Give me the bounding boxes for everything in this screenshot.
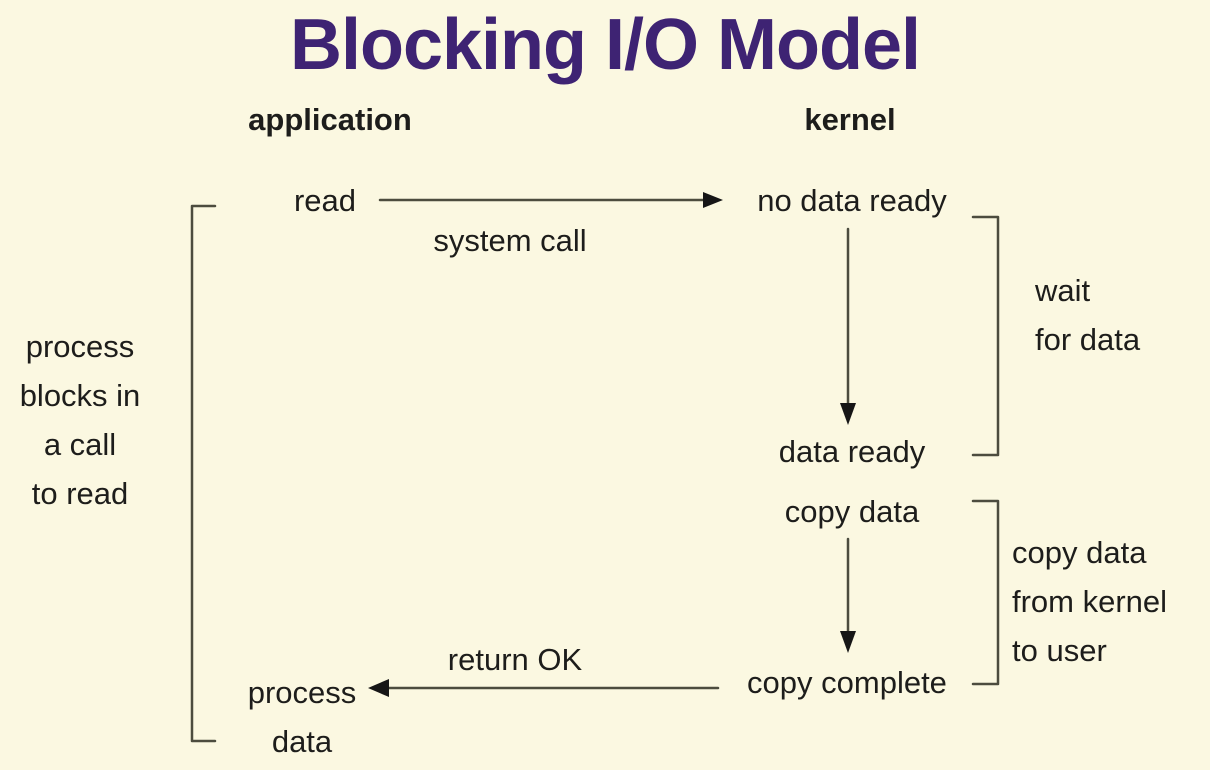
node-copy-complete: copy complete bbox=[747, 665, 947, 700]
bracket-process-blocks bbox=[190, 204, 217, 743]
bracket-copy-data bbox=[971, 499, 1000, 686]
node-data-ready: data ready bbox=[778, 434, 926, 469]
diagram-title: Blocking I/O Model bbox=[289, 5, 921, 85]
edge-label-system-call: system call bbox=[433, 223, 587, 258]
node-copy-data: copy data bbox=[784, 494, 920, 529]
arrowhead-down-copy-icon bbox=[840, 631, 856, 653]
column-header-application: application bbox=[248, 102, 412, 137]
arrowhead-down-wait-icon bbox=[840, 403, 856, 425]
bracket-wait-for-data bbox=[971, 215, 1000, 457]
note-wait-for-data: wait for data bbox=[1035, 273, 1141, 357]
column-header-kernel: kernel bbox=[804, 102, 896, 137]
note-process-blocks: process blocks in a call to read bbox=[19, 329, 141, 511]
note-copy-data-kernel: copy data from kernel to user bbox=[1012, 535, 1168, 668]
node-read: read bbox=[293, 183, 357, 218]
arrowhead-right-icon bbox=[703, 192, 723, 208]
edge-label-return-ok: return OK bbox=[447, 642, 583, 677]
arrowhead-left-icon bbox=[368, 679, 389, 697]
node-no-data-ready: no data ready bbox=[757, 183, 947, 218]
node-process-data: process data bbox=[247, 675, 357, 759]
